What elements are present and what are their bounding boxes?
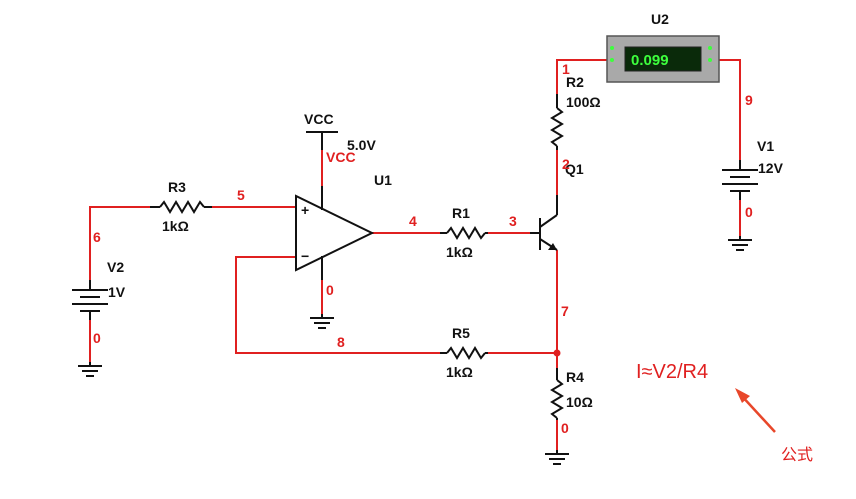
net-label-2: 2	[562, 156, 570, 172]
opamp-plus-sign: +	[301, 202, 309, 218]
ground-v1	[728, 236, 752, 251]
net-label-9: 9	[745, 92, 753, 108]
net-label-0-opamp: 0	[326, 282, 334, 298]
wire-net-6	[89, 206, 150, 285]
wire-net-9	[718, 59, 741, 165]
net-label-0-r4: 0	[561, 420, 569, 436]
junction-dot	[553, 349, 561, 357]
wire-net-8	[235, 256, 440, 354]
r2-value: 100Ω	[566, 94, 601, 110]
meter-u2[interactable]	[606, 35, 720, 83]
source-v2[interactable]	[72, 280, 108, 320]
net-label-0-v2: 0	[93, 330, 101, 346]
resistor-r4[interactable]	[550, 368, 564, 420]
net-label-1: 1	[562, 61, 570, 77]
net-label-5: 5	[237, 187, 245, 203]
resistor-r1[interactable]	[440, 226, 488, 240]
net-label-6: 6	[93, 229, 101, 245]
net-label-7: 7	[561, 303, 569, 319]
r3-value: 1kΩ	[162, 218, 189, 234]
meter-ref: U2	[651, 11, 669, 27]
net-label-8: 8	[337, 334, 345, 350]
net-label-4: 4	[409, 213, 417, 229]
wires	[89, 59, 741, 452]
ground-v2	[78, 362, 102, 377]
v1-value: 12V	[758, 160, 784, 176]
v1-ref: V1	[757, 138, 774, 154]
net-label-3: 3	[509, 213, 517, 229]
r1-value: 1kΩ	[446, 244, 473, 260]
wire-net-1	[556, 59, 608, 94]
vcc-value: 5.0V	[347, 137, 376, 153]
vcc-net-label: VCC	[326, 149, 356, 165]
transistor-q1[interactable]	[530, 195, 558, 251]
q1-ref: Q1	[565, 161, 584, 177]
r4-value: 10Ω	[566, 394, 593, 410]
net-label-0-v1: 0	[745, 204, 753, 220]
note-text: 公式	[781, 445, 813, 464]
resistor-r2[interactable]	[550, 94, 564, 150]
v2-value: 1V	[108, 284, 126, 300]
r5-ref: R5	[452, 325, 470, 341]
r1-ref: R1	[452, 205, 470, 221]
vcc-label: VCC	[304, 111, 334, 127]
opamp-minus-sign: −	[301, 248, 309, 264]
r5-value: 1kΩ	[446, 364, 473, 380]
resistor-r3[interactable]	[150, 200, 212, 214]
annotation-arrow	[735, 388, 776, 433]
formula-text: I≈V2/R4	[636, 361, 708, 383]
ground-opamp	[310, 314, 334, 329]
r3-ref: R3	[168, 179, 186, 195]
resistor-r5[interactable]	[440, 346, 488, 360]
v2-ref: V2	[107, 259, 124, 275]
vcc-symbol	[306, 131, 338, 150]
meter-reading: 0.099	[631, 52, 669, 69]
ground-r4	[545, 450, 569, 465]
r4-ref: R4	[566, 369, 584, 385]
opamp-u1[interactable]: + −	[295, 186, 375, 280]
opamp-ref: U1	[374, 172, 392, 188]
r2-ref: R2	[566, 74, 584, 90]
source-v1[interactable]	[722, 160, 758, 200]
